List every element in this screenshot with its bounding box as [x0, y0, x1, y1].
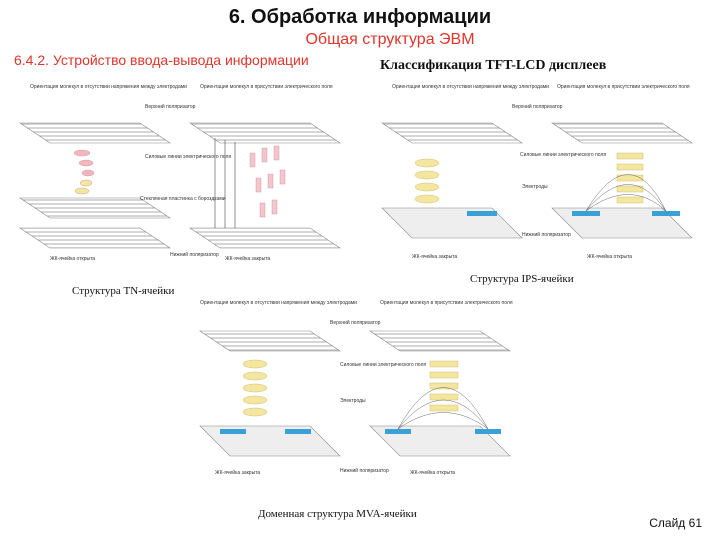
tn-lower-polarizer-left [19, 227, 171, 249]
mva-label-field-lines: Силовые линии электрического поля [340, 362, 426, 368]
ips-caption: Структура IPS-ячейки [470, 273, 574, 285]
tn-caption: Структура TN-ячейки [72, 285, 175, 297]
ips-electrode-left [467, 211, 497, 216]
tn-field-lines [214, 138, 236, 228]
ips-label-cell-open: ЖК-ячейка открыта [587, 253, 632, 260]
ips-label-lower-pol: Нижний поляризатор [522, 231, 571, 238]
ips-electrode-right-b [652, 211, 680, 216]
ips-label-field-lines: Силовые линии электрического поля [520, 152, 606, 158]
mva-label-cell-closed: ЖК-ячейка закрыта [215, 469, 260, 476]
ips-label-electrodes: Электроды [522, 184, 548, 190]
ips-cell-diagram: Ориентация молекул в отсутствии напряжен… [381, 84, 693, 260]
mva-label-lower-pol: Нижний поляризатор [340, 467, 389, 474]
page-subtitle: Общая структура ЭВМ [305, 31, 475, 48]
tn-twisted-molecules [73, 149, 95, 195]
tn-cell-diagram: Ориентация молекул в отсутствии напряжен… [19, 84, 341, 262]
mva-molecules-right [429, 360, 459, 412]
mva-label-orient-off: Ориентация молекул в отсутствии напряжен… [200, 300, 357, 306]
mva-electrode-right-b [475, 429, 501, 434]
tn-label-orient-off: Ориентация молекул в отсутствии напряжен… [30, 84, 187, 90]
mva-caption: Доменная структура MVA-ячейки [258, 508, 417, 520]
section-heading: 6.4.2. Устройство ввода-вывода информаци… [14, 52, 309, 68]
ips-molecules-right [616, 152, 644, 204]
ips-electrode-right-a [572, 211, 600, 216]
tn-lower-plate-left [19, 197, 171, 219]
ips-label-cell-closed: ЖК-ячейка закрыта [412, 253, 457, 260]
page-title: 6. Обработка информации [228, 6, 492, 28]
tn-upper-polarizer-left [19, 122, 171, 144]
mva-upper-polarizer-left [199, 330, 341, 352]
tn-label-orient-on: Ориентация молекул в присутствии электри… [200, 84, 333, 90]
mva-cell-diagram: Ориентация молекул в отсутствии напряжен… [199, 300, 513, 476]
tn-upper-polarizer-right [189, 122, 341, 144]
ips-upper-polarizer-left [381, 122, 523, 144]
mva-electrode-right-a [385, 429, 411, 434]
ips-molecules-left [414, 158, 440, 204]
mva-label-cell-open: ЖК-ячейка открыта [410, 469, 455, 476]
tn-lower-polarizer-right [189, 227, 341, 249]
slide-number: Слайд 61 [649, 516, 702, 530]
mva-label-orient-on: Ориентация молекул в присутствии электри… [380, 300, 513, 306]
classification-title: Классификация TFT-LCD дисплеев [380, 58, 607, 73]
mva-upper-polarizer-right [369, 330, 511, 352]
mva-electrode-left-b [285, 429, 311, 434]
tn-label-cell-open: ЖК-ячейка открыта [50, 255, 95, 262]
ips-upper-polarizer-right [551, 122, 693, 144]
mva-label-upper-pol: Верхний поляризатор [330, 319, 381, 326]
tn-label-field-lines: Силовые линии электрического поля [145, 154, 231, 160]
ips-label-orient-off: Ориентация молекул в отсутствии напряжен… [392, 84, 549, 90]
tn-label-upper-pol: Верхний поляризатор [145, 103, 196, 110]
tn-vertical-molecules [249, 145, 286, 218]
ips-label-orient-on: Ориентация молекул в присутствии электри… [557, 84, 690, 90]
ips-label-upper-pol: Верхний поляризатор [512, 103, 563, 110]
tn-label-lower-pol: Нижний поляризатор [170, 251, 219, 258]
mva-label-electrodes: Электроды [340, 398, 366, 404]
mva-electrode-left-a [220, 429, 246, 434]
tn-label-cell-closed: ЖК-ячейка закрыта [225, 255, 270, 262]
ips-lower-plate-left [381, 207, 523, 239]
tn-label-glass: Стеклянная пластинка с бороздками [140, 196, 226, 202]
mva-molecules-left [242, 359, 268, 417]
